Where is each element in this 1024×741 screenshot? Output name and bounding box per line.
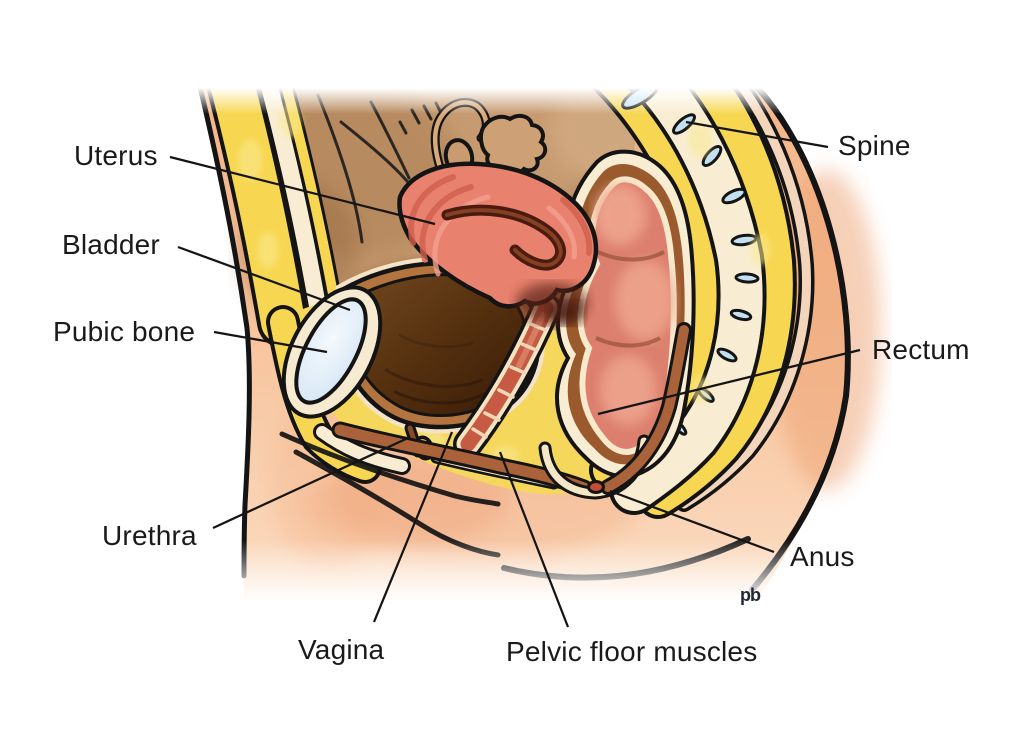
leader-lines	[169, 120, 861, 628]
artist-signature: pb	[740, 585, 761, 605]
anus-shape	[587, 480, 605, 494]
crease-upper	[279, 431, 501, 507]
uterus-shape	[397, 97, 599, 309]
label-urethra: Urethra	[102, 520, 197, 551]
label-pelvic-floor: Pelvic floor muscles	[506, 636, 758, 667]
leader-pelvic-floor	[498, 451, 570, 628]
leader-rectum	[597, 348, 861, 416]
leader-vagina	[372, 431, 454, 623]
label-vagina: Vagina	[298, 634, 385, 665]
leader-bladder	[177, 245, 351, 312]
label-spine: Spine	[838, 130, 911, 161]
cervix-shadow	[516, 283, 588, 325]
pubic-bone-shape	[281, 285, 383, 419]
leader-pubic-bone	[213, 330, 328, 354]
label-uterus: Uterus	[74, 140, 158, 171]
pelvic-floor-shape	[331, 322, 692, 500]
leader-uterus	[169, 155, 436, 226]
rectum-shape	[555, 149, 696, 479]
uterus-stripes	[408, 174, 593, 277]
fimbriae	[478, 113, 548, 177]
leader-spine	[685, 120, 829, 149]
leader-urethra	[212, 436, 409, 530]
vagina-rugae	[471, 322, 547, 439]
label-rectum: Rectum	[872, 334, 970, 365]
label-pubic-bone: Pubic bone	[53, 316, 196, 347]
leader-anus	[609, 489, 775, 554]
fat-texture	[238, 102, 770, 464]
label-anus: Anus	[790, 541, 855, 572]
label-bladder: Bladder	[62, 229, 160, 260]
uterine-cavity	[441, 204, 567, 271]
